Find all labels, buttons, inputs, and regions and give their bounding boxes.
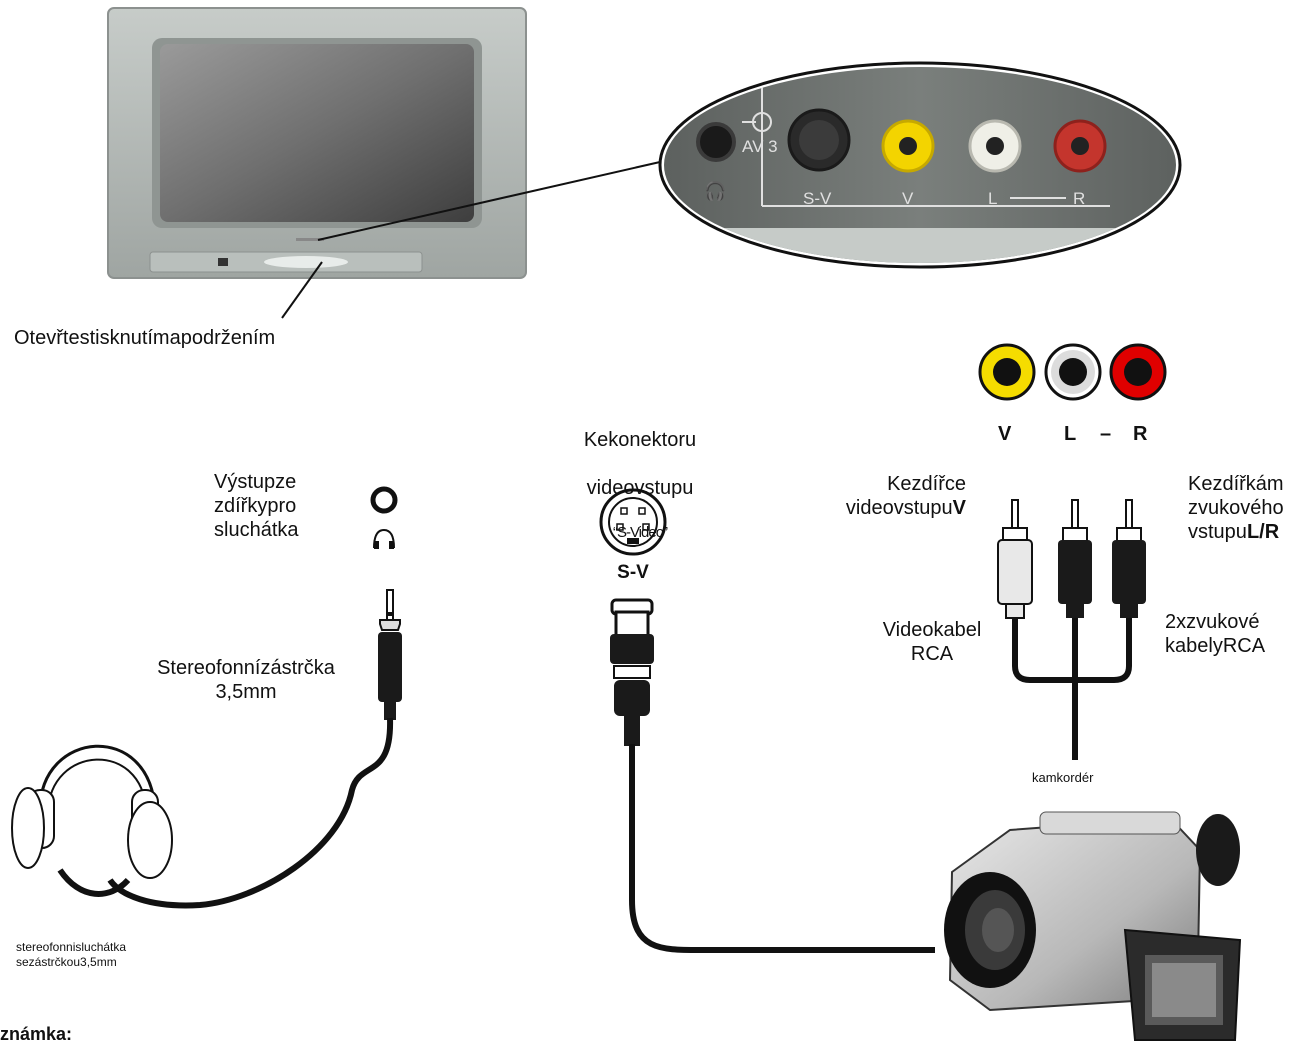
panel-headphone-jack: [696, 122, 736, 162]
svideo-cable: [629, 744, 935, 953]
svideo-connector: [599, 488, 667, 556]
camcorder-eyepiece: [1196, 814, 1240, 886]
audio-input-label: Kezdířkám zvukového vstupuL/R: [1188, 472, 1284, 544]
svideo-label-line3: “S-Video”: [612, 524, 668, 541]
stereo-plug-label: Stereofonnízástrčka 3,5mm: [157, 657, 335, 703]
headphone-icon: 🎧: [704, 180, 726, 201]
svideo-connector-label: Kekonektoru videovstupu “S-Video”: [560, 404, 720, 566]
stereo-plug: [378, 589, 402, 720]
headphones-label: stereofonnisluchátka sezástrčkou3,5mm: [16, 940, 127, 969]
headphone-output-label: Výstupze zdířkypro sluchátka: [214, 471, 299, 541]
tv-door-label: Otevřtestisknutímapodržením: [14, 327, 276, 349]
audio-input-text: Kezdířkám zvukového vstupu: [1188, 473, 1284, 543]
headphone-small-icon: [373, 528, 395, 549]
callout-line-panel: [317, 161, 661, 241]
svideo-sv-label: S-V: [617, 562, 649, 583]
video-input-text: Kezdířce videovstupu: [845, 473, 966, 519]
rca-label-r: R: [1133, 423, 1148, 445]
camcorder-label: kamkordér: [1032, 770, 1094, 785]
panel-av-label: AV 3: [742, 137, 778, 156]
camcorder: [944, 811, 1242, 1041]
rca-plugs: [997, 499, 1146, 619]
tv-door-highlight: [264, 256, 348, 268]
note-label: známka:: [0, 1024, 73, 1044]
headphone-cable: [107, 717, 394, 909]
svideo-jack-symbol: [599, 488, 667, 556]
rca-label-dash: –: [1100, 423, 1111, 445]
rca-cables: [1012, 618, 1132, 760]
audio-input-bold: L/R: [1246, 521, 1280, 543]
rca-label-l: L: [1064, 423, 1076, 445]
headphone-jack-symbol: [370, 486, 398, 514]
rca-jack-legend: V L – R: [978, 343, 1167, 445]
panel-jack-label-r: R: [1073, 189, 1085, 208]
headphone-output: [370, 486, 398, 549]
svideo-plug: [610, 598, 654, 746]
panel-jack-label-sv: S-V: [803, 189, 832, 208]
video-input-label: Kezdířce videovstupuV: [790, 472, 966, 520]
television: [107, 7, 527, 279]
video-cable-label: Videokabel RCA: [882, 619, 982, 665]
svideo-label-line2: videovstupu: [586, 477, 694, 499]
tv-screen: [160, 44, 474, 222]
panel-jack-label-l: L: [988, 189, 997, 208]
svideo-label-line1: Kekonektoru: [583, 429, 697, 451]
audio-cable-label: 2xzvukové kabelyRCA: [1165, 611, 1266, 657]
panel-jack-label-v: V: [902, 189, 914, 208]
rca-label-v: V: [998, 423, 1012, 445]
headphones: [11, 744, 173, 897]
callout-line-door: [281, 261, 323, 319]
video-input-bold: V: [952, 497, 966, 519]
tv-panel-zoom: 🎧 AV 3 S-V V L R: [658, 61, 1182, 269]
